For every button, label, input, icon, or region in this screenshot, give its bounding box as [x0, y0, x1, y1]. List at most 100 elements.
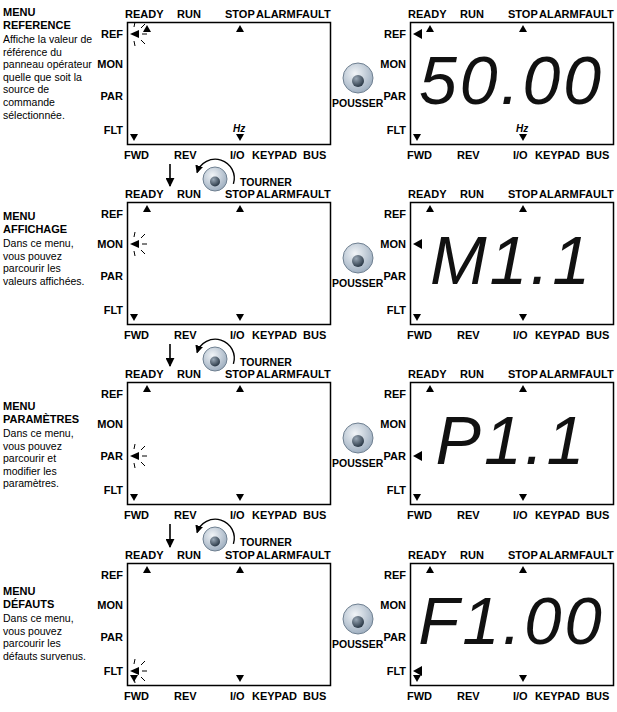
menu-label: MON	[90, 417, 123, 431]
turn-knob	[197, 519, 234, 551]
control-source-label: I/O	[230, 148, 245, 162]
blink-dash	[134, 232, 135, 237]
push-knob	[343, 604, 373, 634]
control-source-label: KEYPAD	[535, 508, 580, 522]
turn-arrow	[197, 159, 234, 184]
status-indicator	[413, 675, 421, 682]
blink-dash	[141, 677, 145, 681]
control-source-label: BUS	[303, 328, 326, 342]
status-indicator	[413, 134, 421, 141]
menu-pointer	[413, 666, 422, 676]
blink-dash	[141, 234, 145, 238]
control-source-label: KEYPAD	[535, 148, 580, 162]
status-label: RUN	[460, 7, 484, 21]
control-source-label: BUS	[586, 328, 609, 342]
blinking-menu-pointer	[130, 667, 139, 675]
status-label: READY	[408, 548, 447, 562]
blink-dash	[141, 250, 145, 254]
menu-pointer	[413, 451, 422, 461]
control-source-label: FWD	[407, 328, 432, 342]
status-label: FAULT	[296, 7, 331, 21]
lcd-outline	[90, 547, 332, 705]
blink-dash	[141, 661, 145, 665]
turn-label: TOURNER	[240, 536, 292, 549]
status-indicator	[519, 566, 527, 573]
status-label: FAULT	[579, 548, 614, 562]
control-source-label: REV	[174, 689, 197, 703]
menu-label: PAR	[90, 269, 123, 283]
blink-dash	[134, 659, 135, 664]
status-indicator	[143, 205, 151, 212]
control-source-label: KEYPAD	[252, 148, 297, 162]
turn-label: TOURNER	[240, 356, 292, 369]
menu-heading: MENU DÉFAUTS	[3, 585, 83, 611]
menu-label: PAR	[90, 630, 123, 644]
control-source-label: KEYPAD	[535, 328, 580, 342]
status-indicator	[519, 25, 527, 32]
status-indicator	[426, 205, 434, 212]
status-label: STOP	[508, 7, 538, 21]
control-source-label: REV	[174, 148, 197, 162]
status-label: READY	[125, 7, 164, 21]
blink-dash	[142, 671, 147, 672]
status-label: ALARM	[539, 548, 579, 562]
control-source-label: REV	[457, 148, 480, 162]
status-label: ALARM	[539, 7, 579, 21]
control-source-label: I/O	[513, 148, 528, 162]
status-indicator	[236, 385, 244, 392]
control-source-label: FWD	[124, 148, 149, 162]
menu-label: REF	[90, 207, 123, 221]
display-value: P1.1	[418, 406, 605, 474]
lcd-outline	[90, 186, 332, 344]
blink-dash	[141, 462, 145, 466]
flow-arrow	[169, 524, 171, 547]
status-indicator	[143, 25, 151, 32]
status-label: RUN	[177, 7, 201, 21]
control-source-label: BUS	[303, 689, 326, 703]
blink-dash	[134, 41, 135, 46]
blink-dash	[134, 678, 135, 683]
push-label: POUSSER	[332, 638, 383, 651]
control-source-label: FWD	[124, 689, 149, 703]
blink-dash	[134, 444, 135, 449]
menu-description: Dans ce menu, vous pouvez parcourir les …	[3, 612, 95, 662]
lcd-frame	[411, 383, 614, 505]
status-indicator	[426, 566, 434, 573]
status-label: STOP	[508, 367, 538, 381]
status-indicator	[519, 494, 527, 501]
control-source-label: FWD	[407, 148, 432, 162]
menu-label: MON	[90, 57, 123, 71]
control-source-label: REV	[457, 328, 480, 342]
lcd-panel: READYRUNSTOPALARMFAULTREFMONPARFLTFWDREV…	[90, 366, 332, 524]
control-source-label: REV	[457, 689, 480, 703]
control-source-label: BUS	[586, 689, 609, 703]
control-source-label: I/O	[513, 328, 528, 342]
menu-pointer	[413, 29, 422, 39]
menu-description: Dans ce menu, vous pouvez parcourir et m…	[3, 427, 95, 490]
push-knob	[343, 423, 373, 453]
control-source-label: REV	[174, 508, 197, 522]
status-label: RUN	[177, 548, 201, 562]
push-label: POUSSER	[332, 277, 383, 290]
lcd-panel: READYRUNSTOPALARMFAULTREFMONPARFLTFWDREV…	[90, 186, 332, 344]
status-label: STOP	[225, 548, 255, 562]
menu-description: Affiche la valeur de référence du pannea…	[3, 33, 95, 121]
menu-heading: MENU REFERENCE	[3, 6, 83, 32]
control-source-label: I/O	[513, 689, 528, 703]
lcd-panel: READYRUNSTOPALARMFAULTREFMONPARFLTFWDREV…	[90, 547, 332, 705]
blink-dash	[141, 24, 145, 28]
status-indicator	[130, 494, 138, 501]
turn-label: TOURNER	[240, 176, 292, 189]
status-label: ALARM	[256, 7, 296, 21]
status-label: STOP	[508, 187, 538, 201]
status-label: STOP	[225, 7, 255, 21]
status-label: FAULT	[579, 367, 614, 381]
menu-label: PAR	[90, 449, 123, 463]
control-source-label: REV	[457, 508, 480, 522]
blink-dash	[134, 251, 135, 256]
menu-label: MON	[90, 237, 123, 251]
menu-label: FLT	[90, 664, 123, 678]
menu-label: FLT	[90, 123, 123, 137]
status-label: READY	[125, 548, 164, 562]
status-label: ALARM	[256, 367, 296, 381]
